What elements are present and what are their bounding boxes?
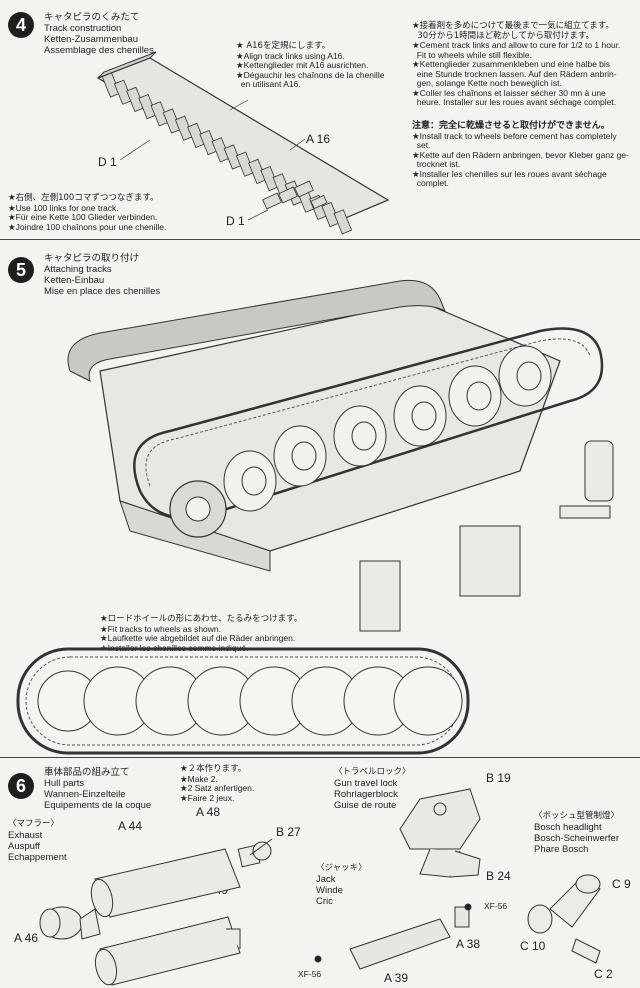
paint-label-xf56-2: XF-56 [298,969,322,979]
part-label-d1-detail: D 1 [226,214,245,228]
exhaust-elbow [39,906,101,940]
paint-label-xf56: XF-56 [484,901,508,911]
track-detail-insets [359,440,614,632]
title-fr: Assemblage des chenilles [44,45,154,56]
track-loop [16,647,470,755]
track-links [101,72,353,235]
part-label-a46: A 46 [14,931,39,945]
part-label-c2: C 2 [594,967,613,981]
road-wheels [223,345,552,512]
title-en: Track construction [44,23,122,34]
step-4-title: キャタピラのくみたて Track construction Ketten-Zus… [44,12,154,56]
wheel-hub [351,421,377,451]
part-label-b24: B 24 [486,869,511,883]
part-label-a44: A 44 [118,819,143,833]
a16-jig [96,57,390,223]
exhaust-muffler-lower [94,916,241,986]
step-number: 5 [8,257,34,283]
gun-travel-lock [399,788,481,878]
part-label-a48: A 48 [196,805,221,819]
far-track [67,279,446,382]
jack-caption: 〈ジャッキ〉 Jack Winde Cric [316,863,367,907]
bosch-headlight [527,874,601,964]
wheel-hub [241,466,267,496]
part-label-a39: A 39 [384,971,409,985]
travel-lock-caption: 〈トラベルロック〉 Gun travel lock Rohrlagerblock… [334,767,411,811]
title-de: Ketten-Zusammenbau [44,34,138,45]
wheel-hub [516,361,542,391]
step-5-title: キャタピラの取り付け Attaching tracks Ketten-Einba… [44,253,161,297]
part-label-b19: B 19 [486,771,511,785]
a16-note: ★ A16を定規にします。 ★Align track links using A… [236,41,385,89]
step-6-title: 車体部品の組み立て Hull parts Wannen-Einzelteile … [44,767,152,811]
loop-wheel [393,666,463,736]
part-label-c9: C 9 [612,877,631,891]
part-label-b27: B 27 [276,825,301,839]
step-number: 6 [8,773,34,799]
exhaust-muffler-upper [90,838,273,918]
wheel-hub [291,441,317,471]
make-2-note: ★２本作ります。 ★Make 2. ★2 Satz anfertigen. ★F… [180,764,255,803]
step-number: 4 [8,12,34,38]
step-6-panel: 6 車体部品の組み立て Hull parts Wannen-Einzelteil… [0,759,640,988]
wheel-hub [411,401,437,431]
links-note: ★右側、左側100コマずつつなぎます。 ★Use 100 links for o… [8,193,167,232]
loop-road-wheels [37,666,463,736]
hull-with-tracks-diagram [16,279,614,755]
cement-note: ★接着剤を多めにつけて最後まで一気に組立てます。 30分から1時間ほど乾かしてか… [412,21,621,107]
hull-parts-diagram [39,788,601,986]
part-label-d1: D 1 [98,155,117,169]
caution-note: 注意：完全に乾燥させると取付けができません。 ★Install track to… [412,121,629,188]
part-label-a16: A 16 [306,132,331,146]
part-label-a38: A 38 [456,937,481,951]
track-assembly-diagram [96,51,390,235]
link-detail [262,180,328,210]
step-4-panel: 4 キャタピラのくみたて Track construction Ketten-Z… [0,0,640,240]
exhaust-caption: 〈マフラー〉 Exhaust Auspuff Echappement [8,819,67,863]
title-jp: キャタピラのくみたて [44,12,140,23]
headlight-caption: 〈ボッシュ型管制燈〉 Bosch headlight Bosch-Scheinw… [534,811,620,855]
jack [314,903,472,970]
wheel-hub [466,381,492,411]
step-5-panel: 5 キャタピラの取り付け Attaching tracks Ketten-Ein… [0,241,640,758]
part-label-c10: C 10 [520,939,546,953]
track-link [333,209,353,235]
